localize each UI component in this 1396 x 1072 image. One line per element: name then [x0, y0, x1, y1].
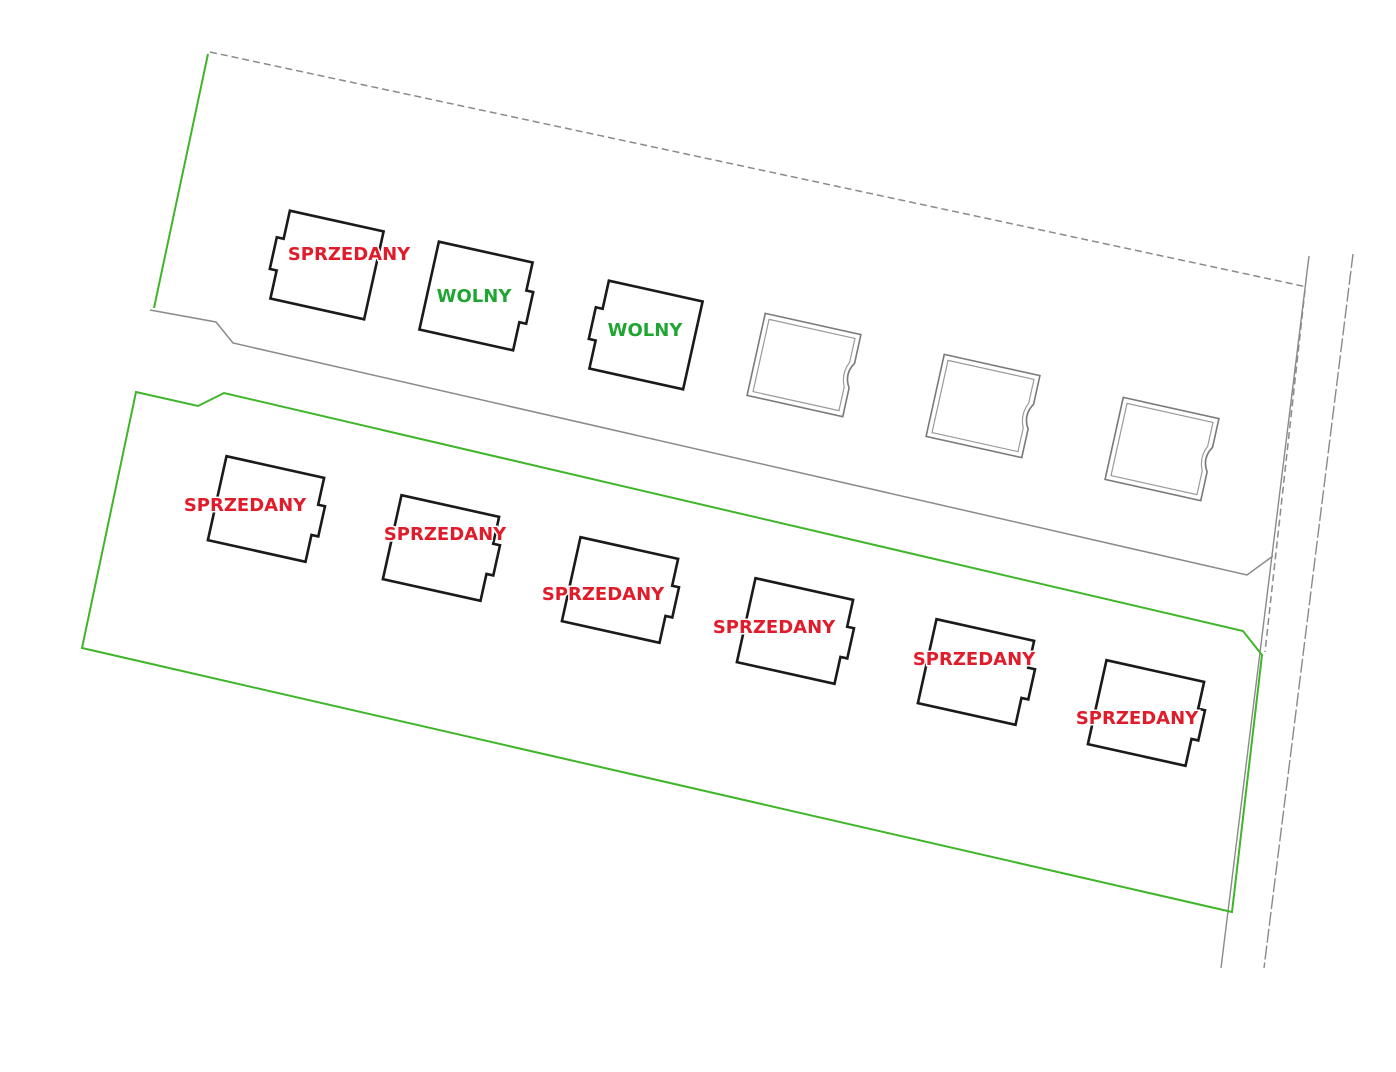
status-label-sold[interactable]: SPRZEDANY	[711, 616, 837, 640]
planned-house-outline	[746, 312, 862, 418]
house-outline	[916, 617, 1037, 727]
house-h4	[746, 312, 862, 418]
house-outline	[735, 576, 856, 686]
house-outline	[560, 535, 681, 645]
house-outline	[587, 279, 705, 391]
status-label-free[interactable]: WOLNY	[606, 319, 685, 343]
status-label-sold[interactable]: SPRZEDANY	[182, 494, 308, 518]
house-outline	[381, 493, 502, 603]
status-label-free[interactable]: WOLNY	[435, 285, 514, 309]
house-h9	[560, 535, 681, 645]
planned-house-inner-outline	[752, 318, 856, 412]
house-outline	[268, 209, 386, 321]
site-lines	[149, 51, 1354, 969]
plot-boundaries	[80, 53, 1264, 914]
house-h1	[268, 209, 386, 321]
road-edge-right	[1263, 253, 1354, 969]
house-h12	[1086, 658, 1207, 768]
top-plot-boundary	[153, 53, 209, 309]
planned-house-inner-outline	[931, 359, 1035, 453]
status-label-sold[interactable]: SPRZEDANY	[540, 583, 666, 607]
house-outline	[206, 454, 327, 564]
house-outline	[1086, 658, 1207, 768]
planned-house-outline	[1104, 396, 1220, 502]
status-label-sold[interactable]: SPRZEDANY	[1074, 707, 1200, 731]
status-label-sold[interactable]: SPRZEDANY	[382, 523, 508, 547]
house-h11	[916, 617, 1037, 727]
house-h6	[1104, 396, 1220, 502]
planned-house-inner-outline	[1110, 402, 1214, 496]
house-h5	[925, 353, 1041, 459]
house-h2	[417, 240, 535, 352]
house-h8	[381, 493, 502, 603]
internal-road-line	[149, 309, 1274, 576]
road-edge-left	[1220, 255, 1310, 969]
status-labels: SPRZEDANY WOLNY WOLNY SPRZEDANY SPRZEDANY SPR…	[182, 243, 1200, 731]
house-h10	[735, 576, 856, 686]
east-boundary-dashed	[1264, 289, 1306, 653]
planned-house-outline	[925, 353, 1041, 459]
status-label-sold[interactable]: SPRZEDANY	[286, 243, 412, 267]
house-h3	[587, 279, 705, 391]
bottom-plot-boundary	[80, 390, 1264, 914]
house-outline	[417, 240, 535, 352]
status-label-sold[interactable]: SPRZEDANY	[911, 648, 1037, 672]
house-h7	[206, 454, 327, 564]
houses	[206, 209, 1220, 768]
